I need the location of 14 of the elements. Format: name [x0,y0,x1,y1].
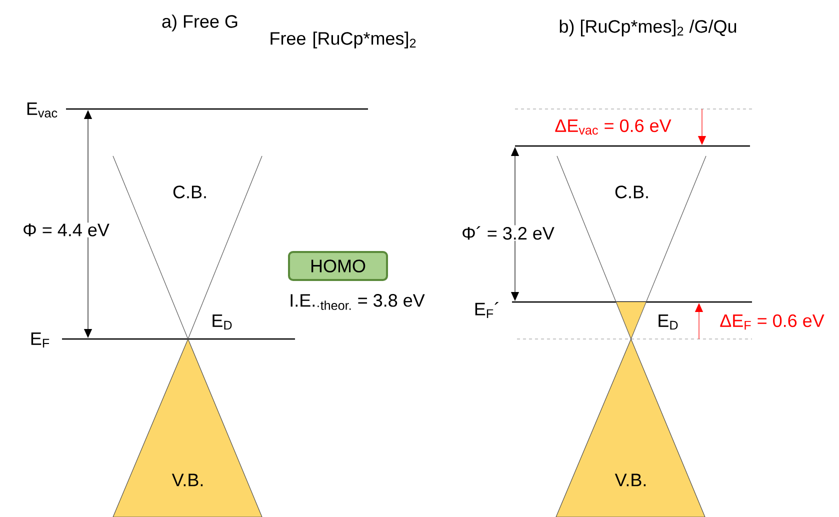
energy-label: E$_{F}$´ [475,302,498,318]
panel-title: b) [RuCp*mes]$_{2}$ /G/Qu [560,20,736,36]
value-label: Φ = 4.4 eV [22,222,110,238]
homo-box: HOMO [288,251,388,281]
value-label: Φ´ = 3.2 eV [460,225,556,241]
band-label: C.B. [173,186,206,198]
value-label: ΔE$_{vac}$ = 0.6 eV [555,119,672,135]
panel-title: Free [RuCp*mes]$_{2}$ [270,32,416,48]
energy-label: E$_{vac}$ [27,102,58,118]
energy-label: E$_{F}$ [31,332,50,348]
band-label: C.B. [615,186,648,198]
value-label: ΔE$_{F}$ = 0.6 eV [720,314,824,330]
panel-title: a) Free G [162,14,238,32]
value-label: I.E.$_{·theor.}$ = 3.8 eV [290,294,425,310]
